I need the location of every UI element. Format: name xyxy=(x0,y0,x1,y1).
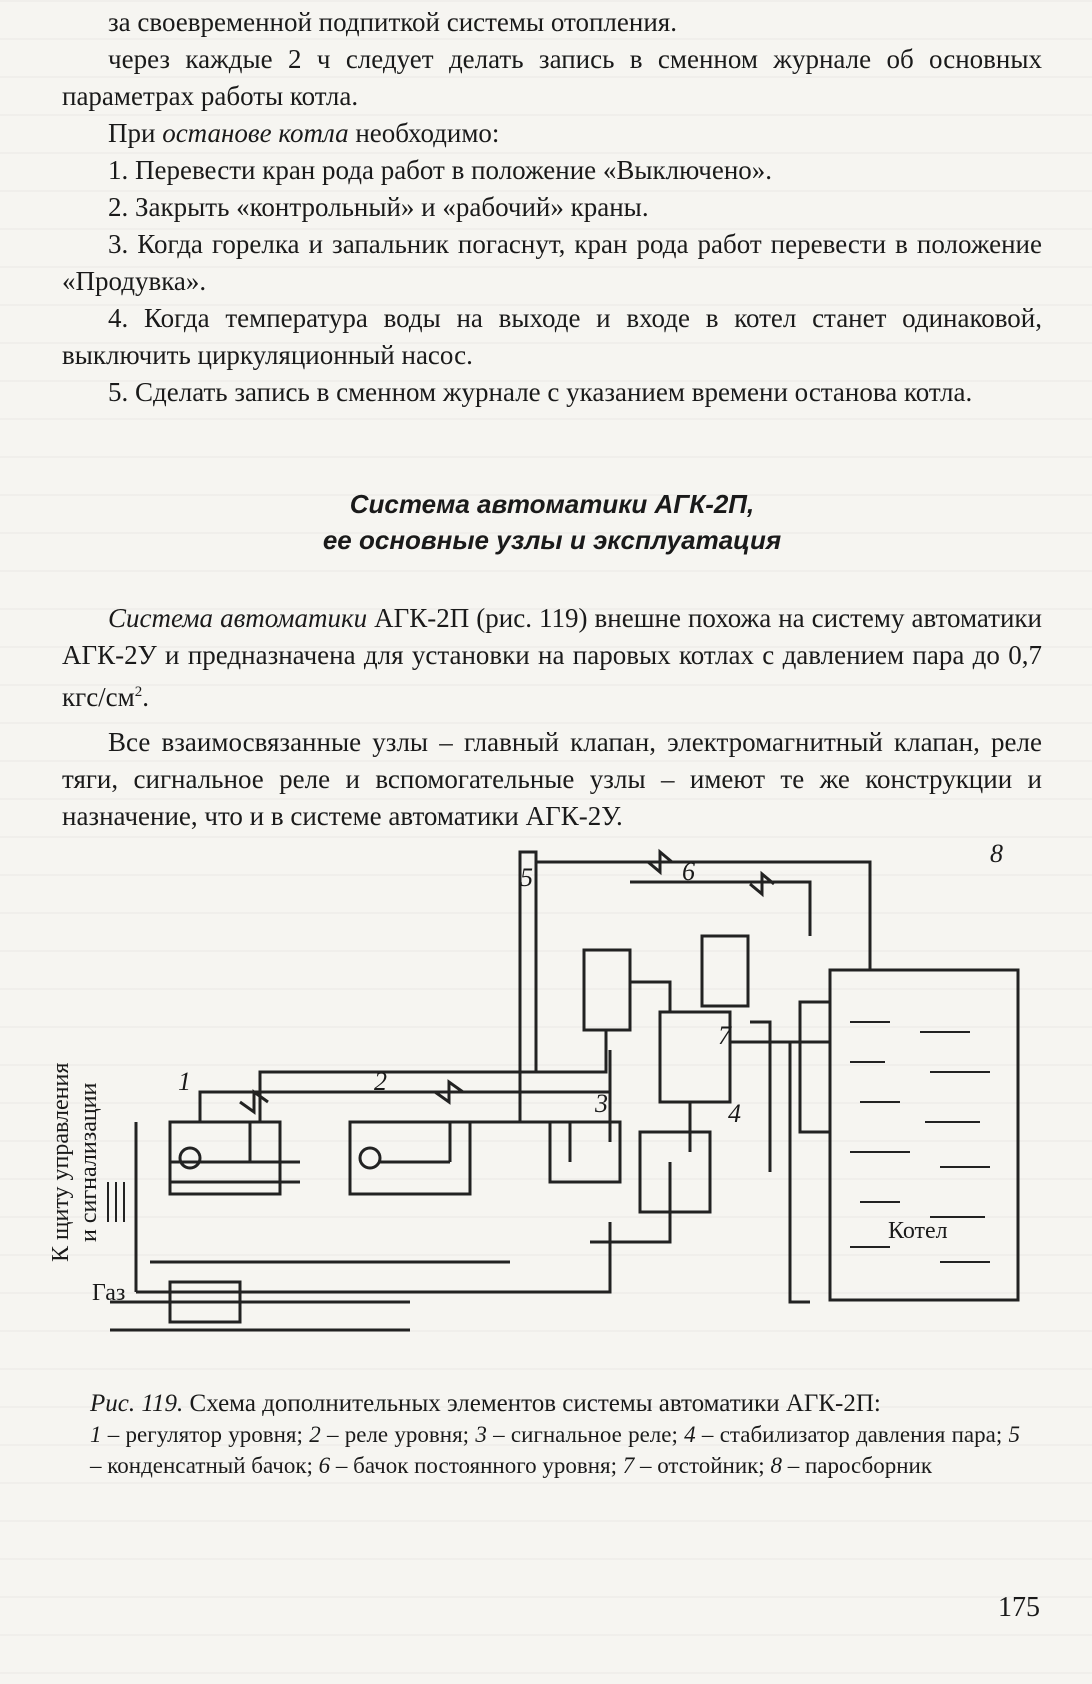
valve-symbol xyxy=(749,870,775,898)
settler-tank xyxy=(658,1010,732,1104)
condensate-tank xyxy=(582,948,632,1032)
label-4: 4 xyxy=(728,1099,741,1128)
paragraph: через каждые 2 ч следует делать запись в… xyxy=(62,44,1042,111)
list-item-5: 5. Сделать запись в сменном журнале с ук… xyxy=(108,377,973,407)
section-heading: Система автоматики АГК-2П, ее основные у… xyxy=(322,489,782,555)
valve-symbol xyxy=(434,1079,464,1105)
side-label-line2: и сигнализации xyxy=(76,1082,102,1242)
label-5: 5 xyxy=(520,863,533,892)
body-text-block: Система автоматики АГК-2П (рис. 119) вне… xyxy=(62,600,1042,835)
side-label-line1: К щиту управления xyxy=(50,1063,74,1262)
label-7: 7 xyxy=(718,1021,732,1050)
signal-relay xyxy=(548,1120,622,1184)
valve-symbol xyxy=(239,1089,269,1115)
label-6: 6 xyxy=(682,857,695,886)
list-item-1: 1. Перевести кран рода работ в положение… xyxy=(108,155,773,185)
figure-caption: Рис. 119. Схема дополнительных элементов… xyxy=(90,1388,1020,1481)
boiler-label: Котел xyxy=(888,1218,948,1244)
label-2: 2 xyxy=(374,1067,387,1096)
water-level-marks xyxy=(850,1021,990,1263)
pressure-stabilizer xyxy=(638,1130,712,1214)
paragraph-line: за своевременной подпиткой системы отопл… xyxy=(108,7,677,37)
gas-label: Газ xyxy=(92,1280,125,1306)
scheme-figure: 1 2 3 4 5 6 7 8 Котел Газ К щиту управле… xyxy=(50,839,1020,1332)
list-item-3: 3. Когда горелка и запальник погаснут, к… xyxy=(62,229,1042,296)
label-1: 1 xyxy=(178,1067,191,1096)
list-item-2: 2. Закрыть «контрольный» и «рабочий» кра… xyxy=(108,192,649,222)
control-cable-wires xyxy=(107,1182,125,1222)
level-regulator xyxy=(168,1120,282,1196)
constant-level-tank xyxy=(700,934,750,1008)
caption-ref: Рис. 119. xyxy=(90,1390,184,1417)
boiler-side-chamber xyxy=(798,1000,832,1134)
main-gas-valve xyxy=(168,1280,242,1324)
top-text-block: за своевременной подпиткой системы отопл… xyxy=(62,4,1042,411)
paragraph-units: Все взаимосвязанные узлы – главный клапа… xyxy=(62,727,1042,831)
page-number: 175 xyxy=(998,1592,1040,1623)
label-3: 3 xyxy=(594,1089,608,1118)
paragraph-intro: Система автоматики АГК-2П (рис. 119) вне… xyxy=(62,603,1042,712)
paragraph-stop-intro: При останове котла необходимо: xyxy=(108,118,500,148)
emphasis: останове котла xyxy=(162,118,349,148)
valve-symbol xyxy=(647,848,673,876)
level-relay xyxy=(348,1120,472,1196)
caption-legend: 1 – регулятор уровня; 2 – реле уровня; 3… xyxy=(90,1422,1020,1478)
list-item-4: 4. Когда температура воды на выходе и вх… xyxy=(62,303,1042,370)
label-8: 8 xyxy=(990,839,1003,868)
boiler-outline xyxy=(828,968,1020,1302)
